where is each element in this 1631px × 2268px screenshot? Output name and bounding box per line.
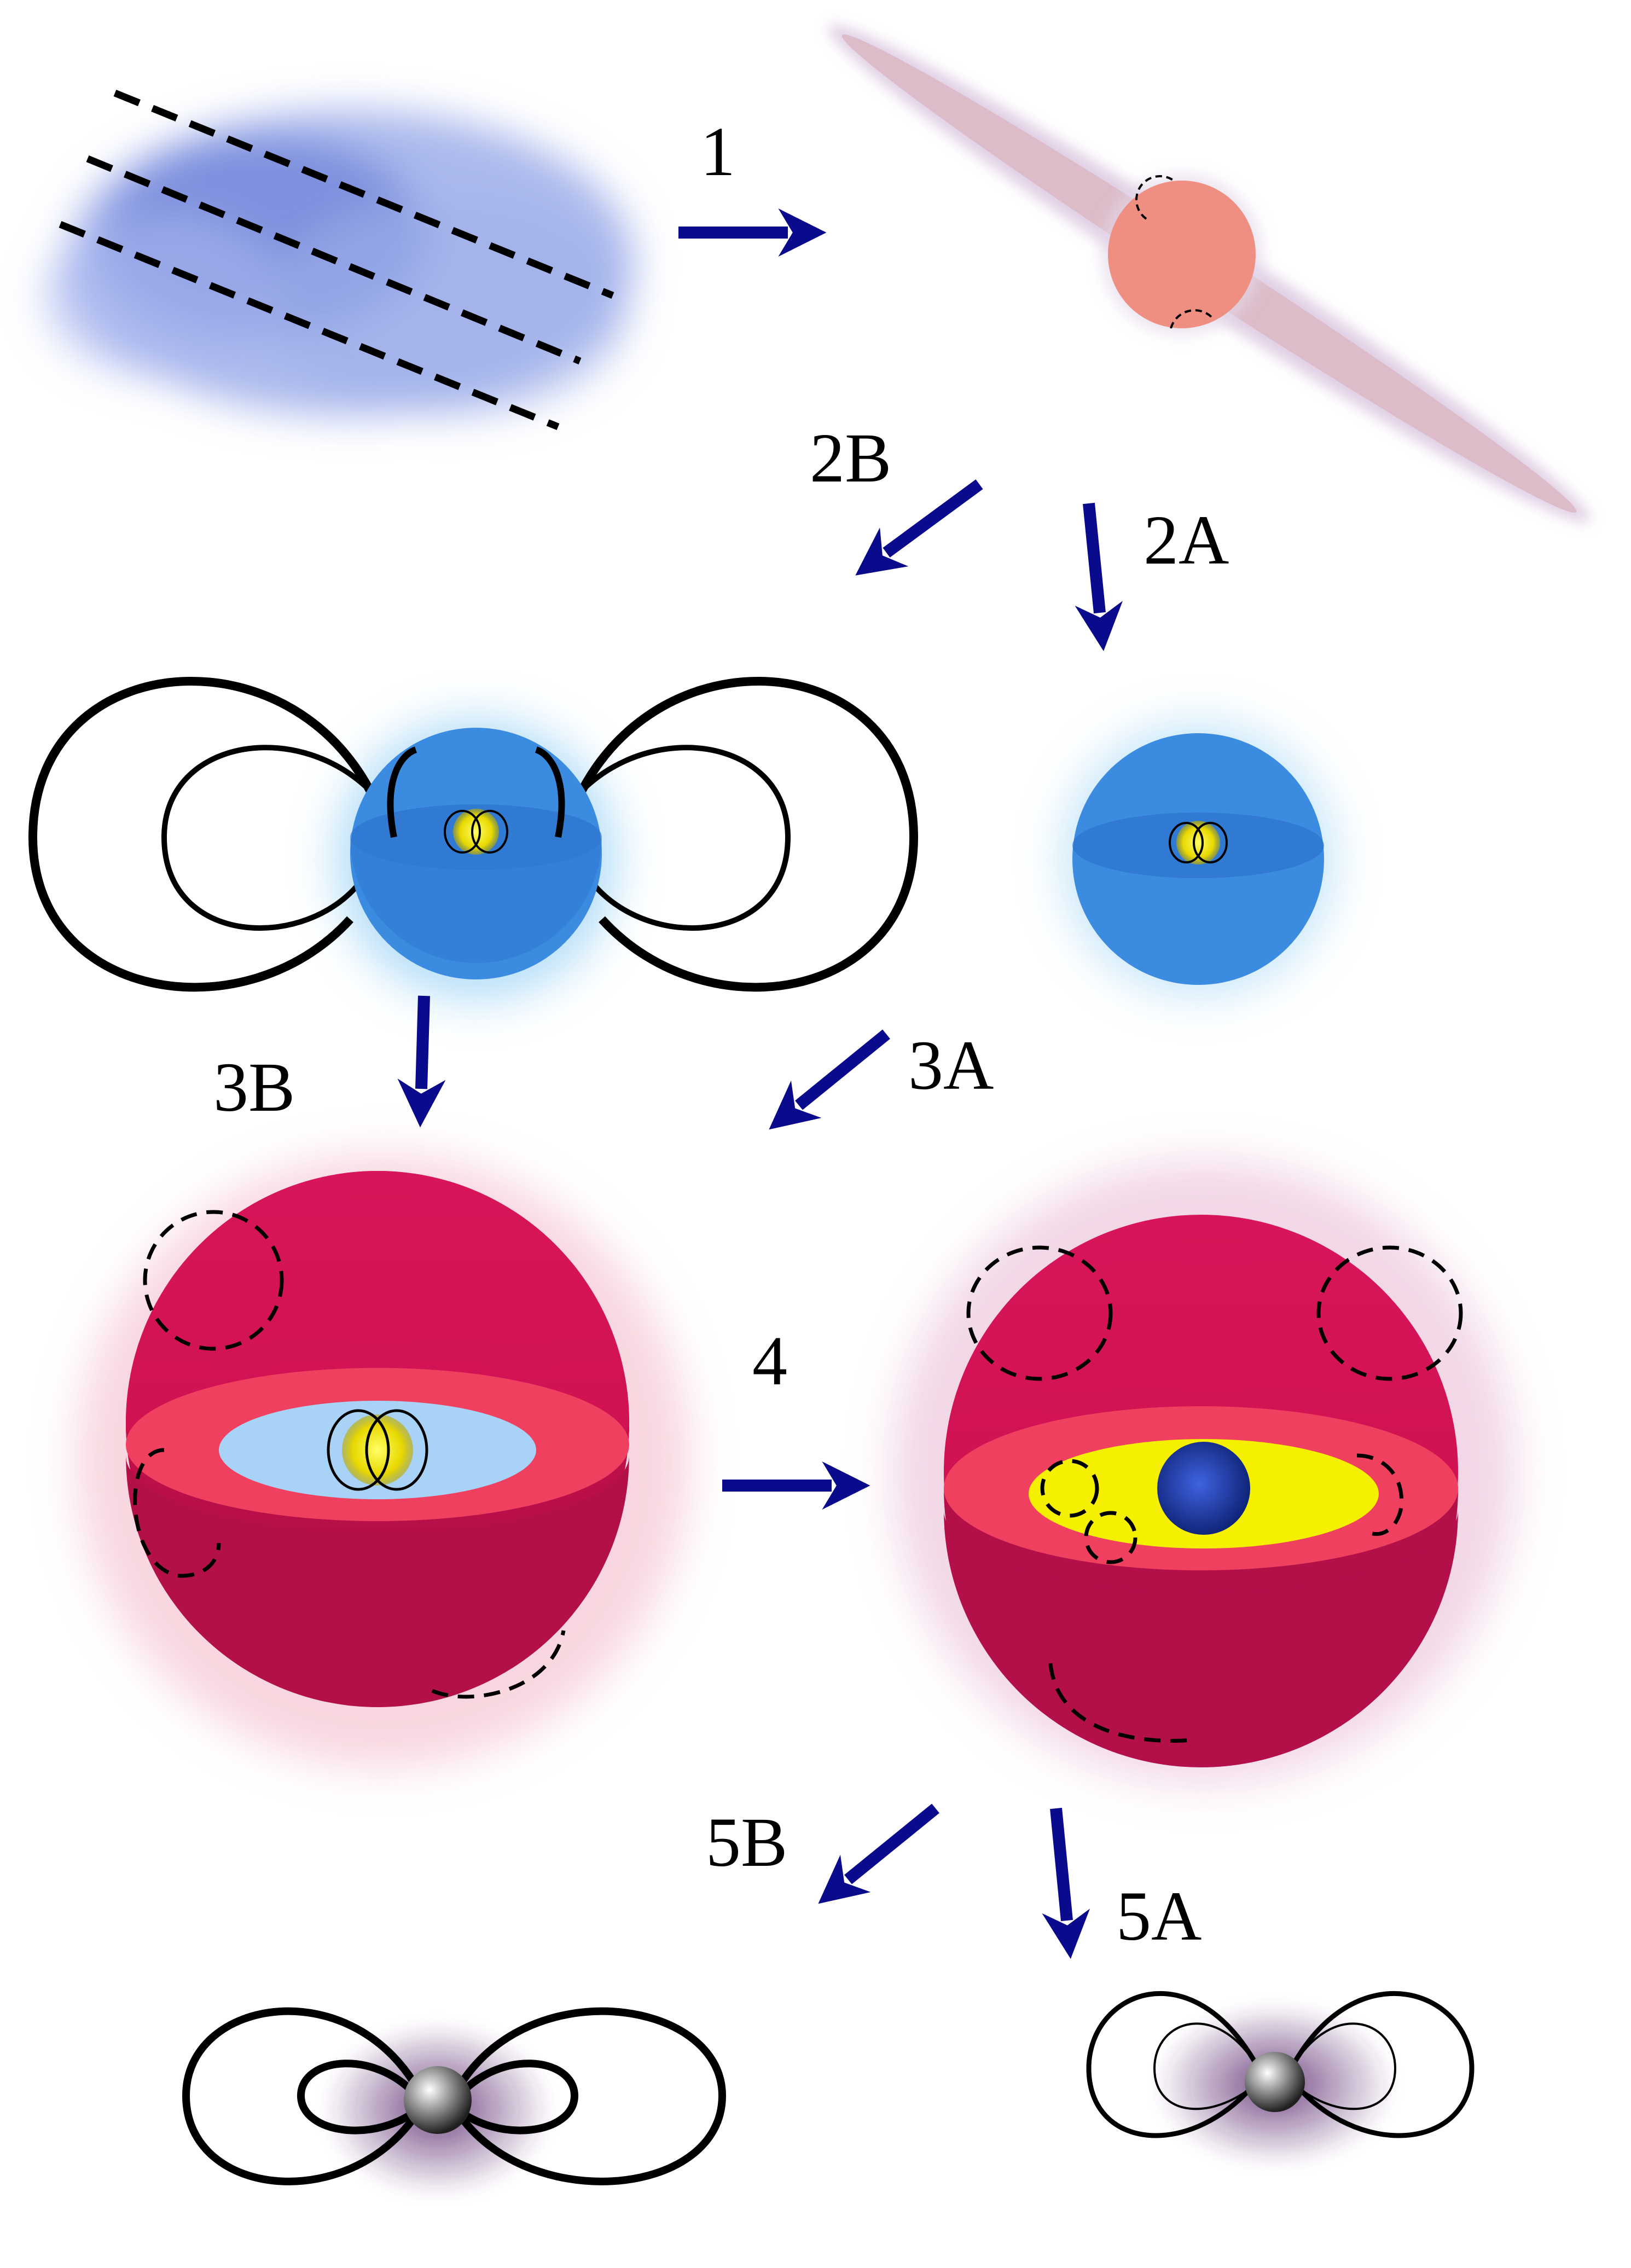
starspots <box>133 1210 566 1699</box>
inner-core <box>1157 1442 1250 1535</box>
label-step-2b: 2B <box>810 419 891 497</box>
remnant-core <box>1245 2052 1305 2112</box>
core <box>342 1414 413 1486</box>
magnetic-blue-star <box>28 677 919 1001</box>
label-step-2a: 2A <box>1144 501 1229 579</box>
field-lines <box>1086 1991 1475 2138</box>
arrow-2b <box>855 479 983 576</box>
starspots <box>966 1245 1463 1743</box>
protostar <box>1108 181 1256 328</box>
field-lines-strong <box>28 677 919 992</box>
label-step-5a: 5A <box>1116 1877 1202 1955</box>
neutron-star-remnant <box>1086 1991 1475 2167</box>
field-lines-strong <box>182 2007 727 2185</box>
arrow-3a <box>769 1029 890 1130</box>
red-supergiant <box>892 1160 1516 1784</box>
blue-star <box>1061 722 1335 996</box>
molecular-cloud <box>44 89 635 431</box>
arrow-5b <box>818 1803 939 1904</box>
label-step-1: 1 <box>700 113 735 190</box>
core <box>453 809 499 855</box>
protostar-with-disk <box>828 24 1591 523</box>
arrow-5a <box>1042 1807 1090 1959</box>
step-labels: 1 2B 2A 3B 3A 4 5B 5A <box>213 113 1229 1955</box>
label-step-3b: 3B <box>213 1048 295 1126</box>
label-step-5b: 5B <box>706 1803 787 1881</box>
arrow-2a <box>1075 502 1123 652</box>
core <box>1176 821 1220 865</box>
magnetar-remnant <box>182 2007 727 2197</box>
arrow-3b <box>397 995 446 1128</box>
label-step-4: 4 <box>752 1322 787 1400</box>
arrows <box>397 208 1123 1959</box>
red-supergiant-magnetic <box>77 1155 689 1767</box>
field-lines-dashed <box>59 89 614 431</box>
label-step-3a: 3A <box>908 1026 994 1104</box>
remnant-core <box>404 2066 472 2134</box>
